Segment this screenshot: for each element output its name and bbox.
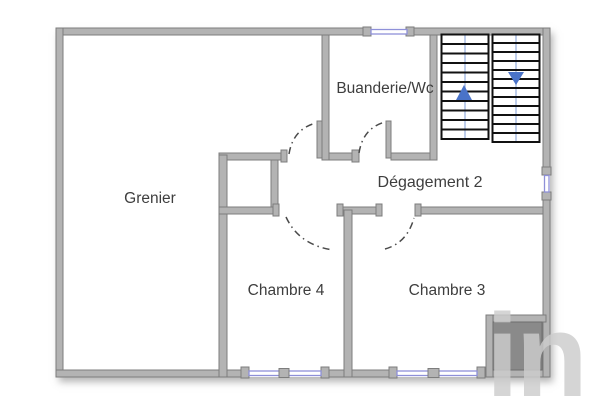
window-jamb [240,366,250,379]
wall-segment [218,152,288,161]
stairs-down-arrow-icon [508,72,524,85]
door-leaf[interactable] [316,120,323,159]
window-jamb [362,26,372,37]
wall-jamb [336,203,344,217]
windows [240,26,552,379]
wall-jamb [351,149,360,163]
room-label-degagement: Dégagement 2 [377,174,483,191]
window [543,174,550,193]
room-label-chambre4: Chambre 4 [247,282,325,299]
window-mullion [278,368,290,378]
room-label-grenier: Grenier [124,190,176,207]
stairs-up-arrow-icon [456,85,472,100]
watermark-logo: in [486,290,588,420]
room-label-buanderie: Buanderie/Wc [336,80,434,97]
door-arc [288,122,317,155]
wall-jamb [375,203,383,217]
wall-segment [414,206,544,215]
window-jamb [320,366,330,379]
window [370,28,408,35]
staircase [440,33,541,143]
window-jamb [541,166,552,176]
window-mullion [427,368,440,378]
outer-walls [55,27,551,378]
door-arc [285,216,334,251]
wall-segment [542,27,551,176]
wall-segment [55,27,64,378]
wall-jamb [280,149,288,163]
wall-segment [55,27,371,36]
window-jamb [541,191,552,201]
wall-jamb [272,203,280,217]
stairs-flight-up [440,33,490,140]
window-jamb [388,366,398,379]
window-jamb [476,366,486,379]
wall-segment [218,154,228,378]
chimney-duct-fill [492,321,543,371]
wall-segment [321,369,398,378]
interior-walls [218,34,547,378]
door-swings [285,121,415,251]
wall-segment [218,206,280,215]
wall-jamb [414,203,422,217]
wall-segment [429,34,438,161]
door-leaf[interactable] [385,120,392,159]
door-arc [384,217,415,250]
wall-segment [321,34,330,161]
wall-segment [343,209,353,378]
door-arc [358,121,386,154]
room-label-chambre3: Chambre 3 [408,282,486,299]
